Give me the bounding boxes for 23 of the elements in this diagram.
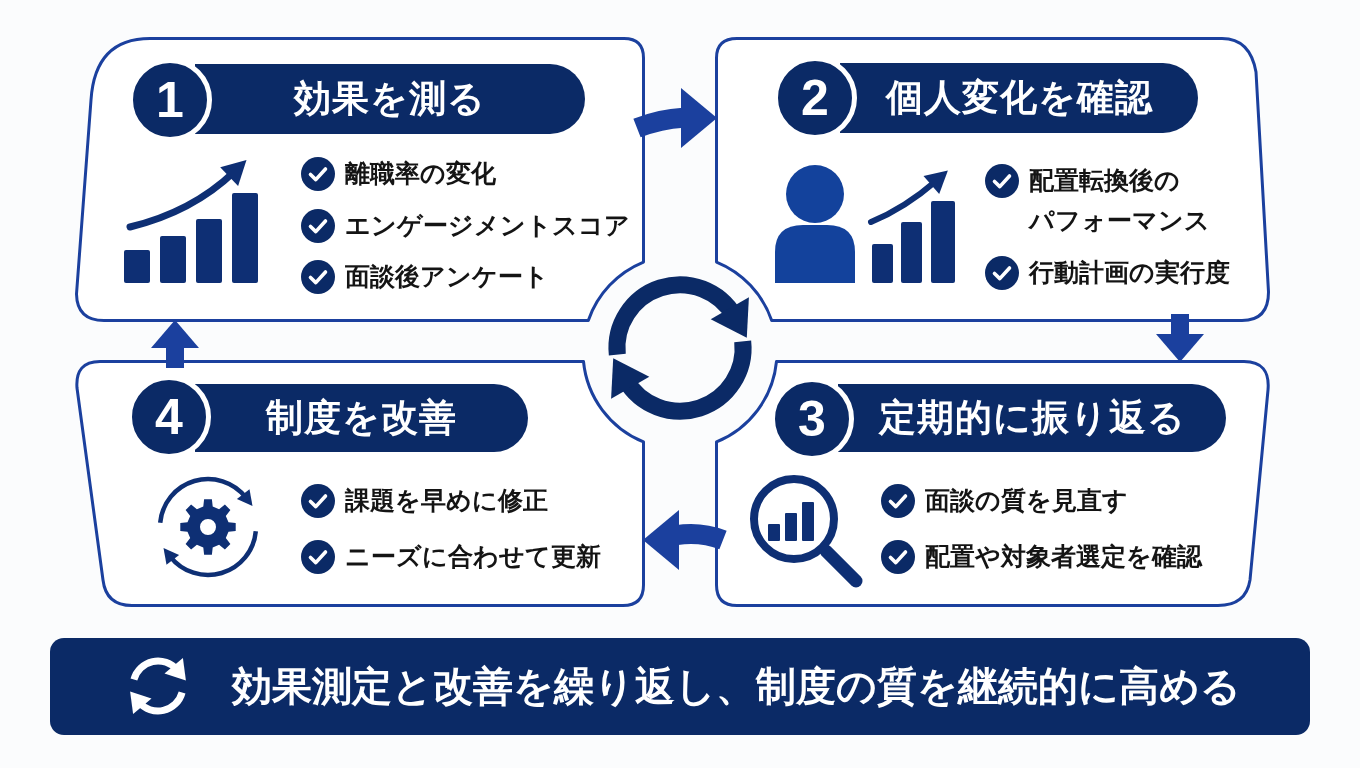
list-item-text: 配置転換後のパフォーマンス xyxy=(1029,165,1211,237)
list-item-text: 面談の質を見直す xyxy=(925,485,1129,517)
step-title-bar: 制度を改善 xyxy=(195,384,528,452)
step-card xyxy=(715,360,1272,607)
arrow xyxy=(633,87,718,148)
arrow xyxy=(151,320,199,368)
step-card xyxy=(715,37,1270,322)
list-item-text: 行動計画の実行度 xyxy=(1029,257,1231,289)
list-item-text: 面談後アンケート xyxy=(345,261,550,293)
list-item-text: 配置や対象者選定を確認 xyxy=(925,541,1204,573)
summary-banner xyxy=(50,638,1310,735)
arrow xyxy=(642,508,727,569)
arrow xyxy=(1156,314,1204,362)
step-title-bar: 個人変化を確認 xyxy=(840,63,1198,133)
step-title-bar: 定期的に振り返る xyxy=(838,384,1226,452)
list-item-text: エンゲージメントスコア xyxy=(345,210,631,242)
step-title-bar: 効果を測る xyxy=(195,64,585,134)
step-card xyxy=(75,360,645,607)
list-item-text: 離職率の変化 xyxy=(345,158,497,190)
step-card xyxy=(75,37,645,322)
list-item-text: 課題を早めに修正 xyxy=(345,485,549,517)
list-item-text: ニーズに合わせて更新 xyxy=(345,541,602,573)
summary-text: 効果測定と改善を繰り返し、制度の質を継続的に高める xyxy=(232,662,1241,711)
